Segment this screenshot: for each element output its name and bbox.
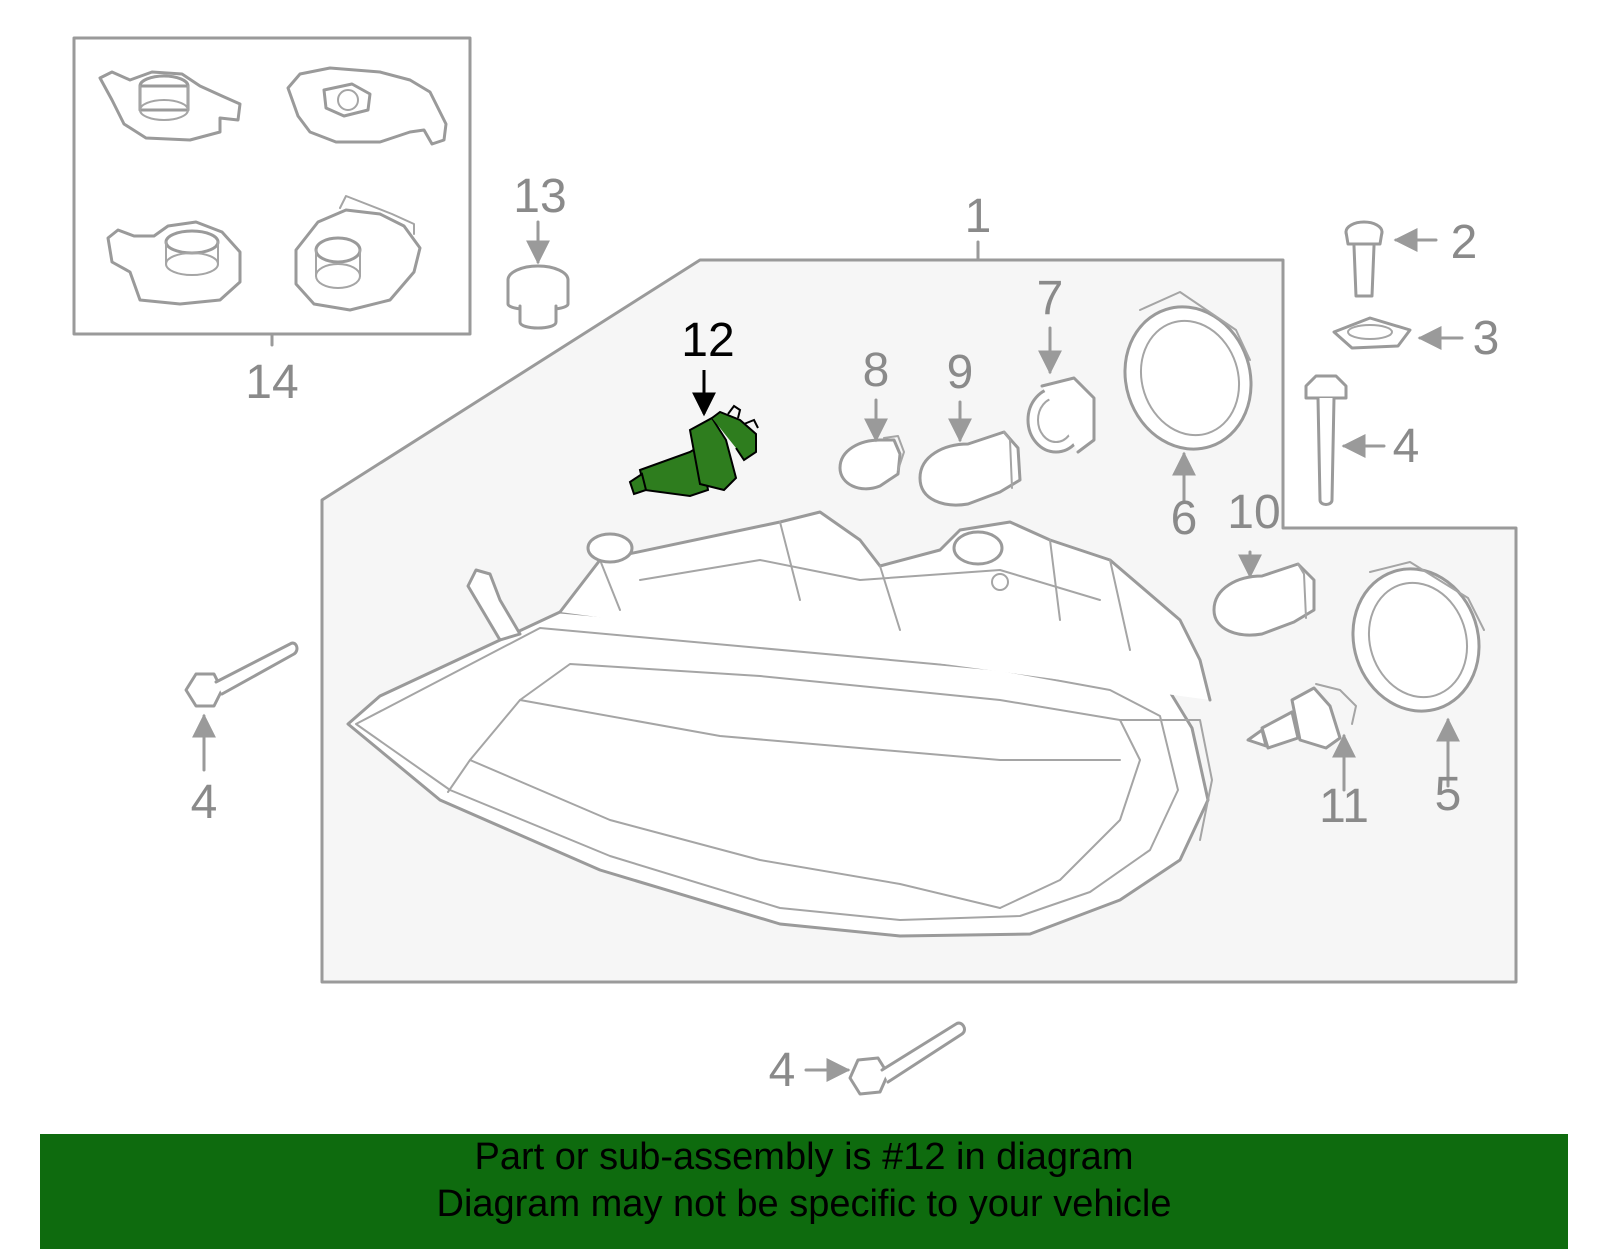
screw-2	[1344, 220, 1384, 298]
callout-9: 9	[947, 346, 974, 399]
callout-2: 2	[1451, 216, 1478, 269]
clip-13	[506, 264, 570, 330]
banner-line-1: Part or sub-assembly is #12 in diagram	[474, 1136, 1134, 1178]
bracket-part-c	[106, 220, 242, 306]
callout-1: 1	[965, 190, 992, 243]
bracket-part-d	[294, 195, 422, 312]
callout-numbers: 1 2 3 4 4 4 5 6 7 8 9 10 11 12 13 14	[191, 170, 1500, 1097]
callout-13: 13	[513, 170, 566, 223]
callout-11: 11	[1319, 780, 1369, 833]
callout-7: 7	[1037, 272, 1064, 325]
bolt-4-bottom	[848, 1021, 966, 1096]
bulb-9	[918, 430, 1022, 507]
banner-line-2: Diagram may not be specific to your vehi…	[436, 1183, 1172, 1225]
part-info-banner: Part or sub-assembly is #12 in diagram D…	[40, 1134, 1568, 1249]
bulb-11	[1246, 683, 1357, 750]
callout-3: 3	[1473, 312, 1500, 365]
bracket-part-b	[286, 66, 448, 146]
bracket-part-a	[98, 70, 242, 142]
leader-arrows	[192, 220, 1464, 1082]
inset-box-14	[72, 36, 472, 347]
bolt-4-left	[184, 641, 299, 708]
callout-10: 10	[1227, 486, 1280, 539]
socket-7	[1026, 376, 1096, 454]
callout-4-bottom: 4	[769, 1044, 796, 1097]
nut-3	[1332, 316, 1412, 350]
callout-14: 14	[245, 356, 298, 409]
callout-6: 6	[1171, 492, 1198, 545]
bulb-12-highlighted	[628, 404, 759, 498]
retaining-ring-6	[1123, 291, 1253, 451]
bolt-4-right	[1304, 374, 1348, 506]
callout-4-right: 4	[1393, 420, 1420, 473]
callout-4-left: 4	[191, 776, 218, 829]
bulb-8	[838, 435, 905, 491]
retaining-ring-5	[1351, 561, 1485, 713]
bulb-10	[1212, 562, 1316, 637]
callout-12: 12	[681, 314, 734, 367]
callout-5: 5	[1435, 768, 1462, 821]
headlamp-housing	[346, 510, 1213, 938]
callout-8: 8	[863, 344, 890, 397]
